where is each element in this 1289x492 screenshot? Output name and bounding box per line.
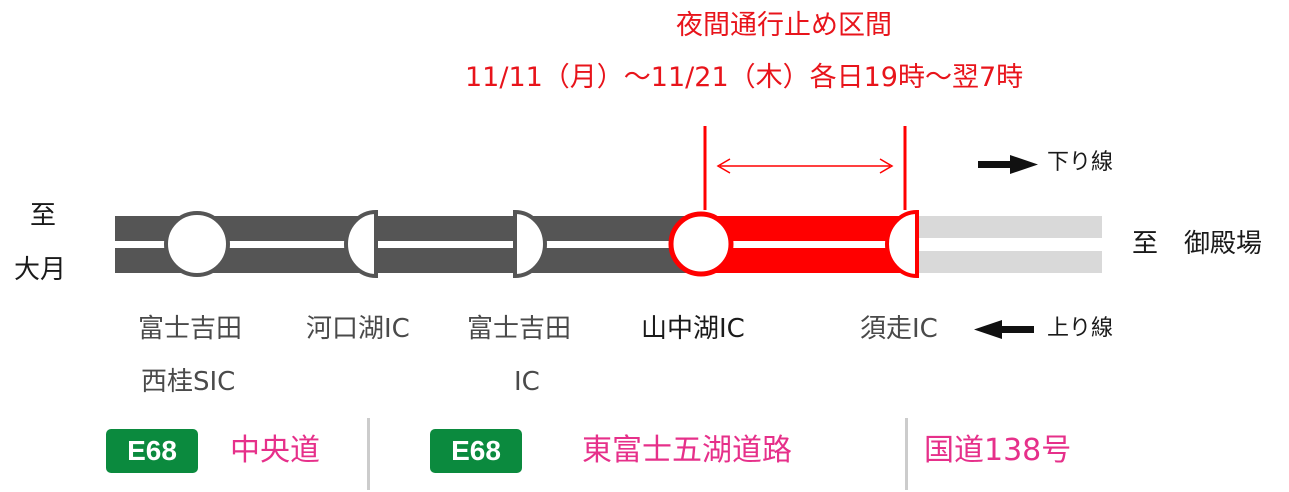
ic-label-kawaguchiko: 河口湖IC	[306, 314, 410, 344]
interchange-marker-fujiyoshida-nishikatsura	[164, 211, 230, 277]
interchange-marker-kawaguchiko	[344, 209, 378, 279]
route-badge-chuo: E68	[106, 429, 198, 473]
ic-label-fujiyoshida-line2: IC	[514, 367, 540, 397]
end-label-left-to: 至	[30, 201, 57, 231]
legend-down-label: 下り線	[1047, 150, 1114, 175]
ic-label-subashiri: 須走IC	[860, 314, 938, 344]
route-badge-higashifuji: E68	[430, 429, 522, 473]
left-arrow-icon	[974, 320, 1034, 339]
ic-label-fujiyoshida-nishikatsura-line2: 西桂SIC	[141, 367, 236, 397]
legend-up-label: 上り線	[1047, 316, 1114, 341]
right-arrow-icon	[978, 155, 1038, 174]
interchange-marker-subashiri	[885, 209, 919, 279]
route-divider	[367, 418, 370, 490]
route-name-higashifuji: 東富士五湖道路	[582, 433, 792, 468]
ic-label-fujiyoshida-nishikatsura-line1: 富士吉田	[138, 314, 243, 344]
closure-range-arrowhead-right	[879, 158, 894, 174]
ic-label-yamanakako: 山中湖IC	[641, 314, 745, 344]
end-label-left-name: 大月	[14, 255, 67, 285]
closure-period: 11/11（月）～11/21（木）各日19時～翌7時	[465, 62, 1024, 93]
closure-range-arrowhead-left	[716, 158, 731, 174]
route-name-national-138: 国道138号	[924, 433, 1072, 468]
closure-title: 夜間通行止め区間	[676, 10, 892, 41]
route-divider	[905, 418, 908, 490]
interchange-marker-yamanakako	[668, 211, 734, 277]
road-section-other	[912, 251, 1102, 273]
road-section-other	[912, 216, 1102, 238]
end-label-right: 至 御殿場	[1132, 229, 1263, 259]
ic-label-fujiyoshida-line1: 富士吉田	[467, 314, 572, 344]
route-name-chuo: 中央道	[230, 433, 320, 468]
interchange-marker-fujiyoshida	[513, 209, 547, 279]
